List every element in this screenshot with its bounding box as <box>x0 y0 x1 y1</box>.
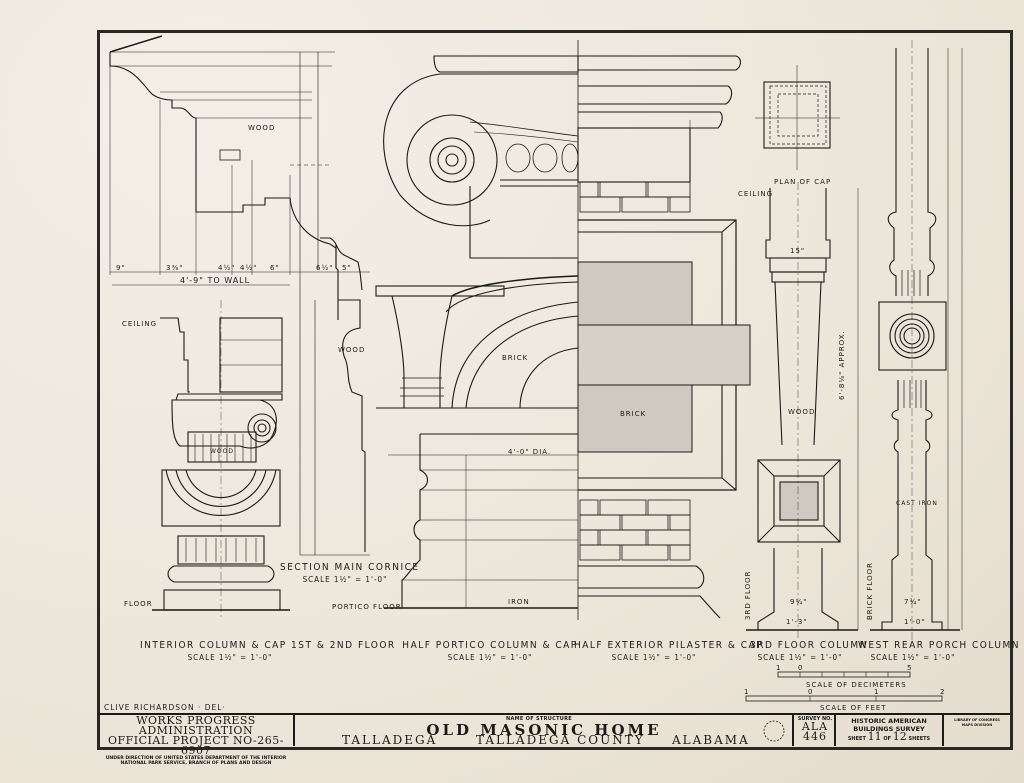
interior-column-scale: SCALE 1½" = 1'-0" <box>187 653 273 662</box>
pilaster-brick-label: BRICK <box>620 410 647 418</box>
agency-line-2: OFFICIAL PROJECT NO-265-6907 <box>107 734 284 757</box>
cornice-material-label: WOOD <box>248 124 276 132</box>
drafter-credit: CLIVE RICHARDSON · DEL· <box>104 703 226 712</box>
porch-floor-label: BRICK FLOOR <box>866 562 874 620</box>
portico-column-scale: SCALE 1½" = 1'-0" <box>447 653 533 662</box>
pilaster <box>577 40 751 620</box>
dm-tick-0: 0 <box>798 664 804 672</box>
cornice-scale: SCALE 1½" = 1'-0" <box>302 575 388 584</box>
porch-column-title-text: WEST REAR PORCH COLUMN <box>858 640 1020 651</box>
cornice-dim-9: 5" <box>342 264 352 272</box>
sheet-count: SHEET 11 OF 12 SHEETS <box>837 730 941 743</box>
state-name: ALABAMA <box>672 733 750 747</box>
habs-block: HISTORIC AMERICAN BUILDINGS SURVEY SHEET… <box>837 717 941 743</box>
cornice-dim-1: 3⅜" <box>166 264 184 272</box>
interior-material-label: WOOD <box>210 448 234 455</box>
agency-line-4: NATIONAL PARK SERVICE, BRANCH OF PLANS A… <box>120 761 272 766</box>
porch-column <box>870 40 963 640</box>
third-floor-floor-label: 3RD FLOOR <box>744 570 752 621</box>
portico-floor-label: PORTICO FLOOR <box>332 603 402 611</box>
portico-brick-label: BRICK <box>502 354 529 362</box>
library-line-2: MAPS DIVISION <box>961 723 993 727</box>
habs-line-1: HISTORIC AMERICAN <box>851 717 927 725</box>
interior-column <box>152 300 290 620</box>
sheet-word: SHEET <box>847 736 866 742</box>
decimeters-label: SCALE OF DECIMETERS <box>806 681 907 689</box>
porch-material-label: CAST IRON <box>896 500 938 507</box>
interior-ceiling-label: CEILING <box>122 320 157 328</box>
cornice-profile-lower <box>299 299 370 556</box>
ft-tick-1a: 1 <box>744 688 750 696</box>
dm-tick-1: 1 <box>776 664 782 672</box>
interior-column-title: INTERIOR COLUMN & CAP 1ST & 2ND FLOOR SC… <box>140 640 394 662</box>
third-floor-material-label: WOOD <box>788 408 816 416</box>
dm-tick-5: 5 <box>907 664 913 672</box>
interior-floor-label: FLOOR <box>124 600 153 608</box>
habs-line-2: BUILDINGS SURVEY <box>853 725 925 733</box>
third-floor-column-title: 3RD FLOOR COLUMN SCALE 1½" = 1'-0" <box>750 640 866 662</box>
cornice-dim-4: 4½" <box>218 264 236 272</box>
porch-base-dim: 1'-0" <box>904 618 926 626</box>
survey-number-block: SURVEY NO. ALA 446 <box>795 716 835 742</box>
city-name: TALLADEGA <box>342 733 438 747</box>
third-floor-cap-dim: 15" <box>790 247 806 255</box>
pilaster-title-text: HALF EXTERIOR PILASTER & CAP <box>574 640 764 651</box>
survey-no-2: 446 <box>803 730 827 743</box>
survey-no-1: ALA <box>801 720 829 733</box>
porch-shaft-dim: 7¾" <box>904 598 922 606</box>
portico-diameter-label: 4'-0" DIA. <box>508 448 552 456</box>
structure-caption: NAME OF STRUCTURE <box>506 716 573 722</box>
interior-column-title-text: INTERIOR COLUMN & CAP 1ST & 2ND FLOOR <box>140 640 396 651</box>
sheets-word: SHEETS <box>908 736 931 742</box>
ft-tick-2: 2 <box>940 688 946 696</box>
agency-block: WORKS PROGRESS ADMINISTRATION OFFICIAL P… <box>99 714 293 766</box>
cornice-section <box>109 35 370 320</box>
agency-line-1: WORKS PROGRESS ADMINISTRATION <box>136 714 256 737</box>
third-floor-base-dim: 1'-3" <box>786 618 808 626</box>
cornice-title: SECTION MAIN CORNICE SCALE 1½" = 1'-0" <box>280 562 418 584</box>
third-floor-column-title-text: 3RD FLOOR COLUMN <box>750 640 868 651</box>
cornice-title-text: SECTION MAIN CORNICE <box>280 562 420 573</box>
cornice-dim-6: 6" <box>270 264 280 272</box>
portico-column-title: HALF PORTICO COLUMN & CAP SCALE 1½" = 1'… <box>400 640 580 662</box>
sheet-total: 12 <box>892 730 907 743</box>
title-block-lines <box>97 713 1011 746</box>
cornice-dim-0: 9" <box>116 264 126 272</box>
ft-tick-1b: 1 <box>874 688 880 696</box>
portico-column-title-text: HALF PORTICO COLUMN & CAP <box>402 640 578 651</box>
library-line-1: LIBRARY OF CONGRESS <box>954 718 1000 722</box>
cornice-dim-5: 4½" <box>240 264 258 272</box>
porch-column-title: WEST REAR PORCH COLUMN SCALE 1½" = 1'-0" <box>858 640 1018 662</box>
library-stamp: LIBRARY OF CONGRESS MAPS DIVISION <box>945 718 1009 728</box>
feet-label: SCALE OF FEET <box>820 704 887 712</box>
third-floor-column <box>746 65 859 640</box>
seal-icon <box>763 720 785 742</box>
cornice-overall-dim: 4'-9" TO WALL <box>180 276 251 285</box>
agency-line-3: UNDER DIRECTION OF UNITED STATES DEPARTM… <box>105 756 287 761</box>
pilaster-scale: SCALE 1½" = 1'-0" <box>611 653 697 662</box>
structure-name: OLD MASONIC HOME <box>426 721 662 739</box>
plan-of-cap-label: PLAN OF CAP <box>774 178 832 186</box>
third-floor-column-scale: SCALE 1½" = 1'-0" <box>757 653 843 662</box>
cornice-lower-material: WOOD <box>338 346 366 354</box>
sheet-number: 11 <box>867 730 882 743</box>
ft-tick-0: 0 <box>808 688 814 696</box>
porch-column-scale: SCALE 1½" = 1'-0" <box>870 653 956 662</box>
portico-column <box>375 55 579 609</box>
of-word: OF <box>883 736 892 742</box>
third-floor-shaft-dim: 9¼" <box>790 598 808 606</box>
county-name: TALLADEGA COUNTY <box>476 733 645 747</box>
third-floor-ceiling-label: CEILING <box>738 190 773 198</box>
survey-no-label: SURVEY NO. <box>797 716 833 722</box>
third-floor-height-dim: 6'-8⅛" APPROX. <box>838 330 846 400</box>
cornice-dim-8: 6½" <box>316 264 334 272</box>
pilaster-title: HALF EXTERIOR PILASTER & CAP SCALE 1½" =… <box>574 640 762 662</box>
sheet-border <box>97 30 1013 750</box>
portico-iron-label: IRON <box>508 598 530 606</box>
scale-bars <box>745 671 943 702</box>
